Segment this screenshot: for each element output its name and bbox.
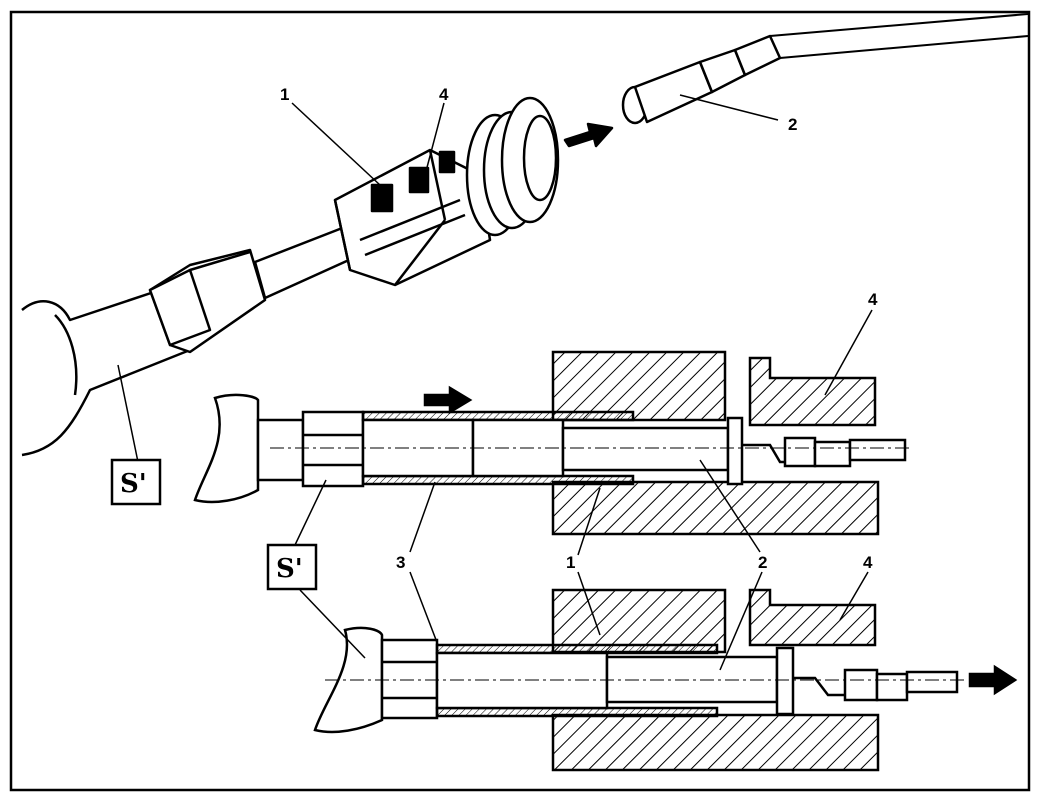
- tool-symbol-box-top: [110, 458, 162, 506]
- leader-top-4: [424, 102, 445, 176]
- lower-section-view: [313, 588, 1018, 772]
- leader-mid-2: [699, 459, 761, 553]
- tool-handle-low: [313, 626, 384, 734]
- leader-low-4: [839, 571, 869, 621]
- housing-block-upper-low: [551, 588, 727, 654]
- callout-top-4: 4: [439, 85, 449, 104]
- top-isometric-view: [21, 13, 1029, 457]
- direction-arrow-mid: [423, 385, 473, 415]
- leader-low-3: [409, 571, 439, 646]
- callout-low-2: 2: [758, 553, 767, 572]
- seal-block-low: [748, 588, 877, 647]
- tool-symbol-mid: S': [276, 554, 303, 584]
- tool-handle-mid: [193, 393, 260, 504]
- leader-low-1: [577, 571, 601, 636]
- housing-block-upper-mid: [551, 350, 727, 422]
- direction-arrow-top: [563, 122, 614, 148]
- terminal-top: [621, 13, 1029, 125]
- leader-low-2: [719, 571, 763, 671]
- direction-arrow-low: [968, 664, 1018, 696]
- callout-low-4: 4: [863, 553, 873, 572]
- leader-mid-4: [824, 309, 873, 396]
- leader-mid-tool: [294, 479, 327, 546]
- tool-symbol-top: S': [120, 469, 147, 499]
- tool-collar-mid: [301, 410, 365, 488]
- tool-collar-low: [380, 638, 439, 720]
- tool-handle-top: [21, 288, 192, 457]
- housing-block-lower-mid: [551, 480, 880, 536]
- leader-top-tool: [117, 364, 139, 463]
- housing-block-lower-low: [551, 713, 880, 772]
- callout-low-1: 1: [566, 553, 575, 572]
- leader-mid-1: [577, 487, 601, 556]
- callout-low-3: 3: [396, 553, 405, 572]
- leader-mid-3: [409, 481, 436, 553]
- leader-low-tool: [299, 589, 366, 659]
- middle-section-view: [193, 350, 910, 536]
- leader-top-1: [291, 102, 381, 186]
- callout-top-2: 2: [788, 115, 797, 134]
- tool-symbol-box-mid: [266, 543, 318, 591]
- terminal-mid: [561, 426, 730, 472]
- callout-top-1: 1: [280, 85, 289, 104]
- callout-mid-4: 4: [868, 290, 878, 309]
- seal-block-mid: [748, 356, 877, 427]
- leader-top-2: [679, 94, 779, 121]
